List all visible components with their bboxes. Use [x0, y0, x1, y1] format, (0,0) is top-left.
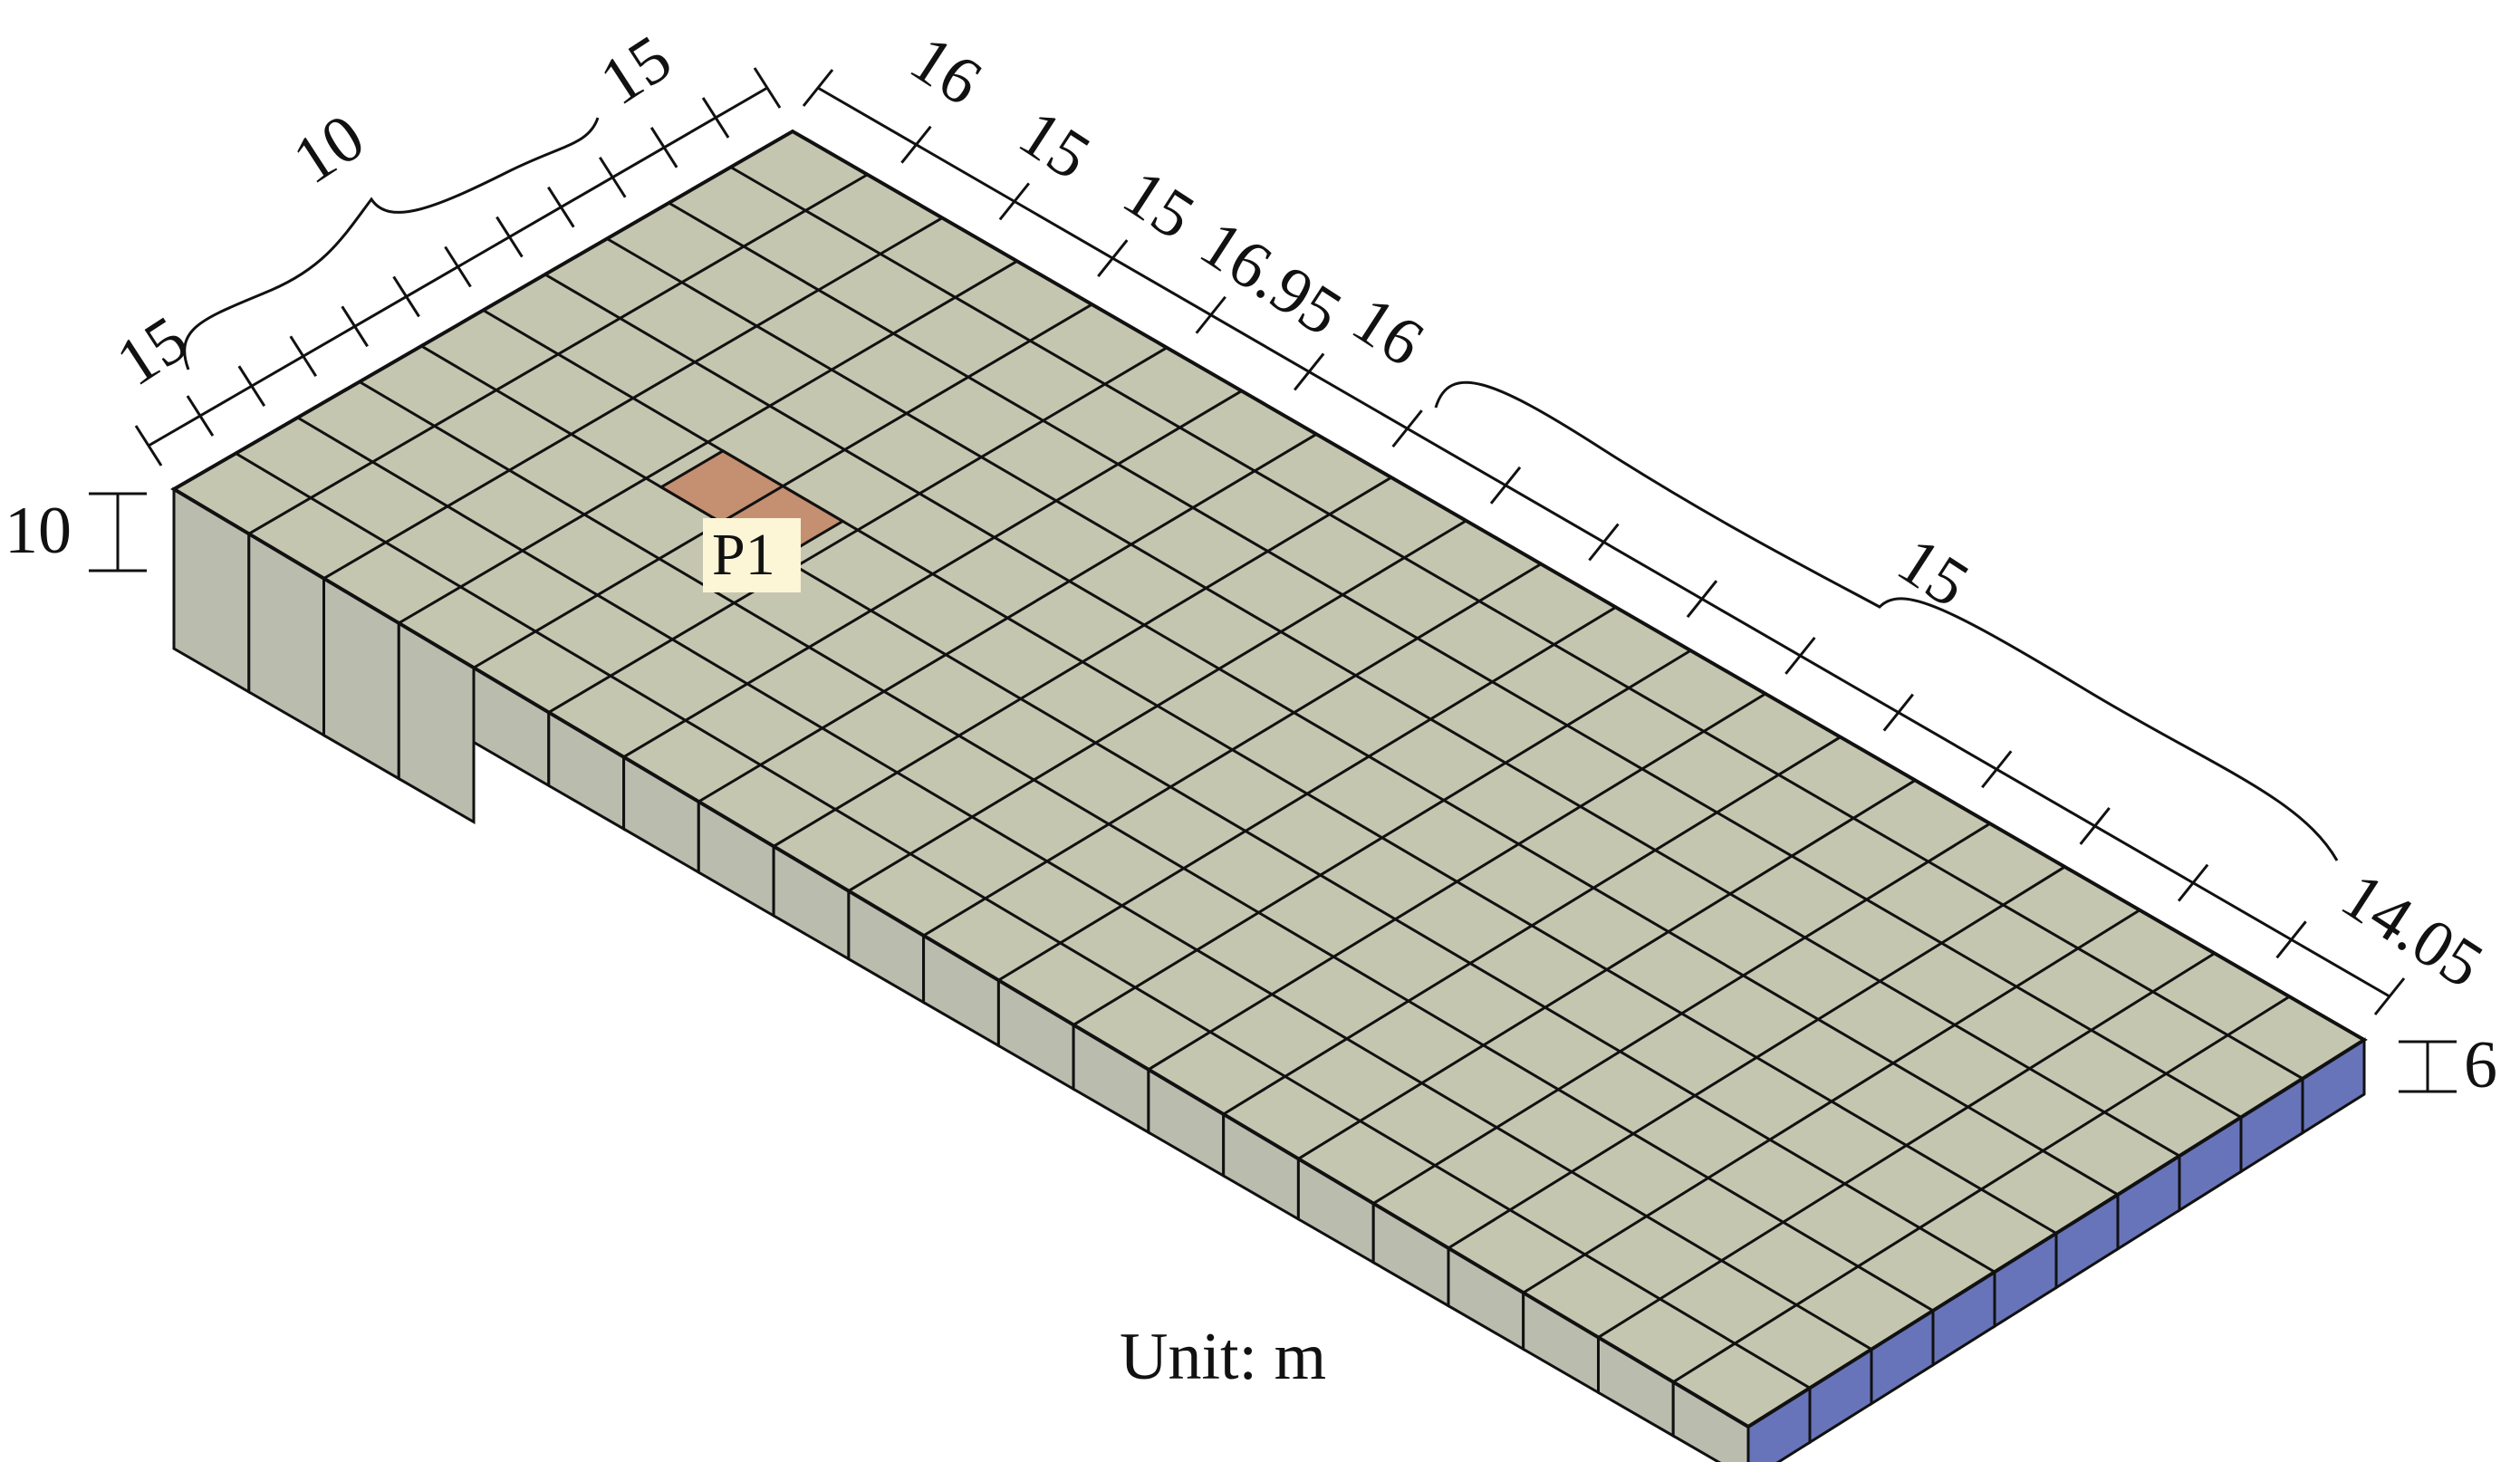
right-dimension-tick: [998, 182, 1031, 221]
right-dimension-tick: [2079, 807, 2111, 845]
right-dimension-tick: [2177, 863, 2209, 902]
grid-line-short: [622, 390, 1243, 759]
grid-line-short: [1448, 865, 2066, 1250]
grid-line-long: [420, 344, 1996, 1274]
grid-line-short: [1297, 779, 1917, 1160]
grid-line-short: [1222, 736, 1842, 1116]
right-dimension-tick: [2275, 920, 2307, 959]
grid-line-short: [1522, 909, 2140, 1294]
left-dimension-tick: [753, 67, 782, 109]
grid-line-short: [848, 519, 1467, 892]
left-dimension-tick: [392, 275, 420, 318]
left-dimension-tick: [289, 335, 318, 378]
right-dim-label-7: 14.05: [2329, 858, 2496, 1002]
p1-label: P1: [712, 522, 775, 588]
left-dimension-tick: [134, 425, 163, 466]
right-dim-label-1: 16: [898, 21, 995, 120]
grid-line-short: [1672, 995, 2291, 1383]
grid-line-short: [1372, 822, 1991, 1205]
right-dim-label-2: 15: [1006, 95, 1103, 194]
grid-line-short: [1072, 649, 1692, 1026]
dimension-lines: [89, 67, 2457, 1093]
right-dimension-tick: [1195, 295, 1226, 334]
right-dim-label-5: 16: [1340, 282, 1437, 380]
right-dim-label-3: 15: [1111, 155, 1207, 254]
grid-line-long: [668, 201, 2242, 1119]
grid-line-long: [606, 237, 2180, 1158]
grid-line-long: [235, 452, 1811, 1390]
left-dimension-tick: [547, 186, 575, 228]
right-dimension-tick: [900, 125, 932, 164]
right-dimension-tick: [1882, 693, 1914, 732]
left-dimension-tick: [598, 156, 627, 198]
right-brace: [1434, 380, 2339, 861]
unit-label: Unit: m: [1120, 1320, 1326, 1394]
grid-line-short: [548, 346, 1168, 714]
grid-line-short: [1597, 952, 2216, 1339]
right-dimension-tick: [1686, 580, 1718, 619]
grid-line-short: [922, 563, 1542, 938]
right-dimension-tick: [1489, 466, 1522, 505]
grid-line-long: [544, 273, 2119, 1197]
right-dimension-tick: [802, 69, 834, 107]
grid-lines: [235, 166, 2304, 1390]
right-dimension-tick: [2373, 977, 2406, 1015]
grid-line-short: [1148, 692, 1766, 1071]
right-dimension-tick: [1588, 523, 1620, 562]
right-height-label: 6: [2464, 1028, 2497, 1102]
left-dimension-tick: [444, 245, 472, 288]
grid-line-short: [322, 216, 943, 580]
left-dim-label-middle: 10: [281, 100, 378, 198]
grid-line-long: [296, 416, 1872, 1351]
grid-line-long: [482, 309, 2057, 1235]
grid-line-long: [729, 166, 2304, 1080]
top-face-surface: [170, 129, 2368, 1429]
grid-line-short: [398, 259, 1018, 625]
left-dim-label-first: 15: [104, 302, 201, 400]
right-dimension-tick: [1097, 239, 1129, 277]
right-dimension-tick: [1294, 352, 1325, 391]
right-dimension-tick: [1391, 409, 1423, 448]
block-faces: [172, 486, 2366, 1462]
grid-line-short: [773, 476, 1392, 848]
p1-label-background: [703, 518, 801, 592]
grid-line-short: [248, 173, 869, 535]
right-dimension-tick: [1784, 636, 1816, 675]
left-height-label: 10: [5, 494, 72, 568]
grid-line-long: [359, 380, 1934, 1313]
grid-line-short: [697, 433, 1318, 803]
left-dim-label-last: 15: [588, 21, 685, 120]
grid-line-short: [997, 606, 1617, 982]
right-dim-label-4: 16.95: [1188, 206, 1354, 350]
left-dimension-tick: [649, 127, 678, 168]
top-face: [170, 129, 2368, 1429]
left-dimension-tick: [495, 216, 524, 258]
left-dimension-tick: [701, 97, 730, 139]
right-dim-label-6: 15: [1885, 523, 1982, 621]
left-dimension-tick: [341, 305, 369, 348]
left-dimension-tick: [237, 365, 266, 407]
right-dimension-tick: [1981, 750, 2013, 789]
left-dimension-tick: [186, 395, 215, 437]
grid-line-short: [473, 303, 1093, 669]
left-brace: [183, 117, 600, 370]
